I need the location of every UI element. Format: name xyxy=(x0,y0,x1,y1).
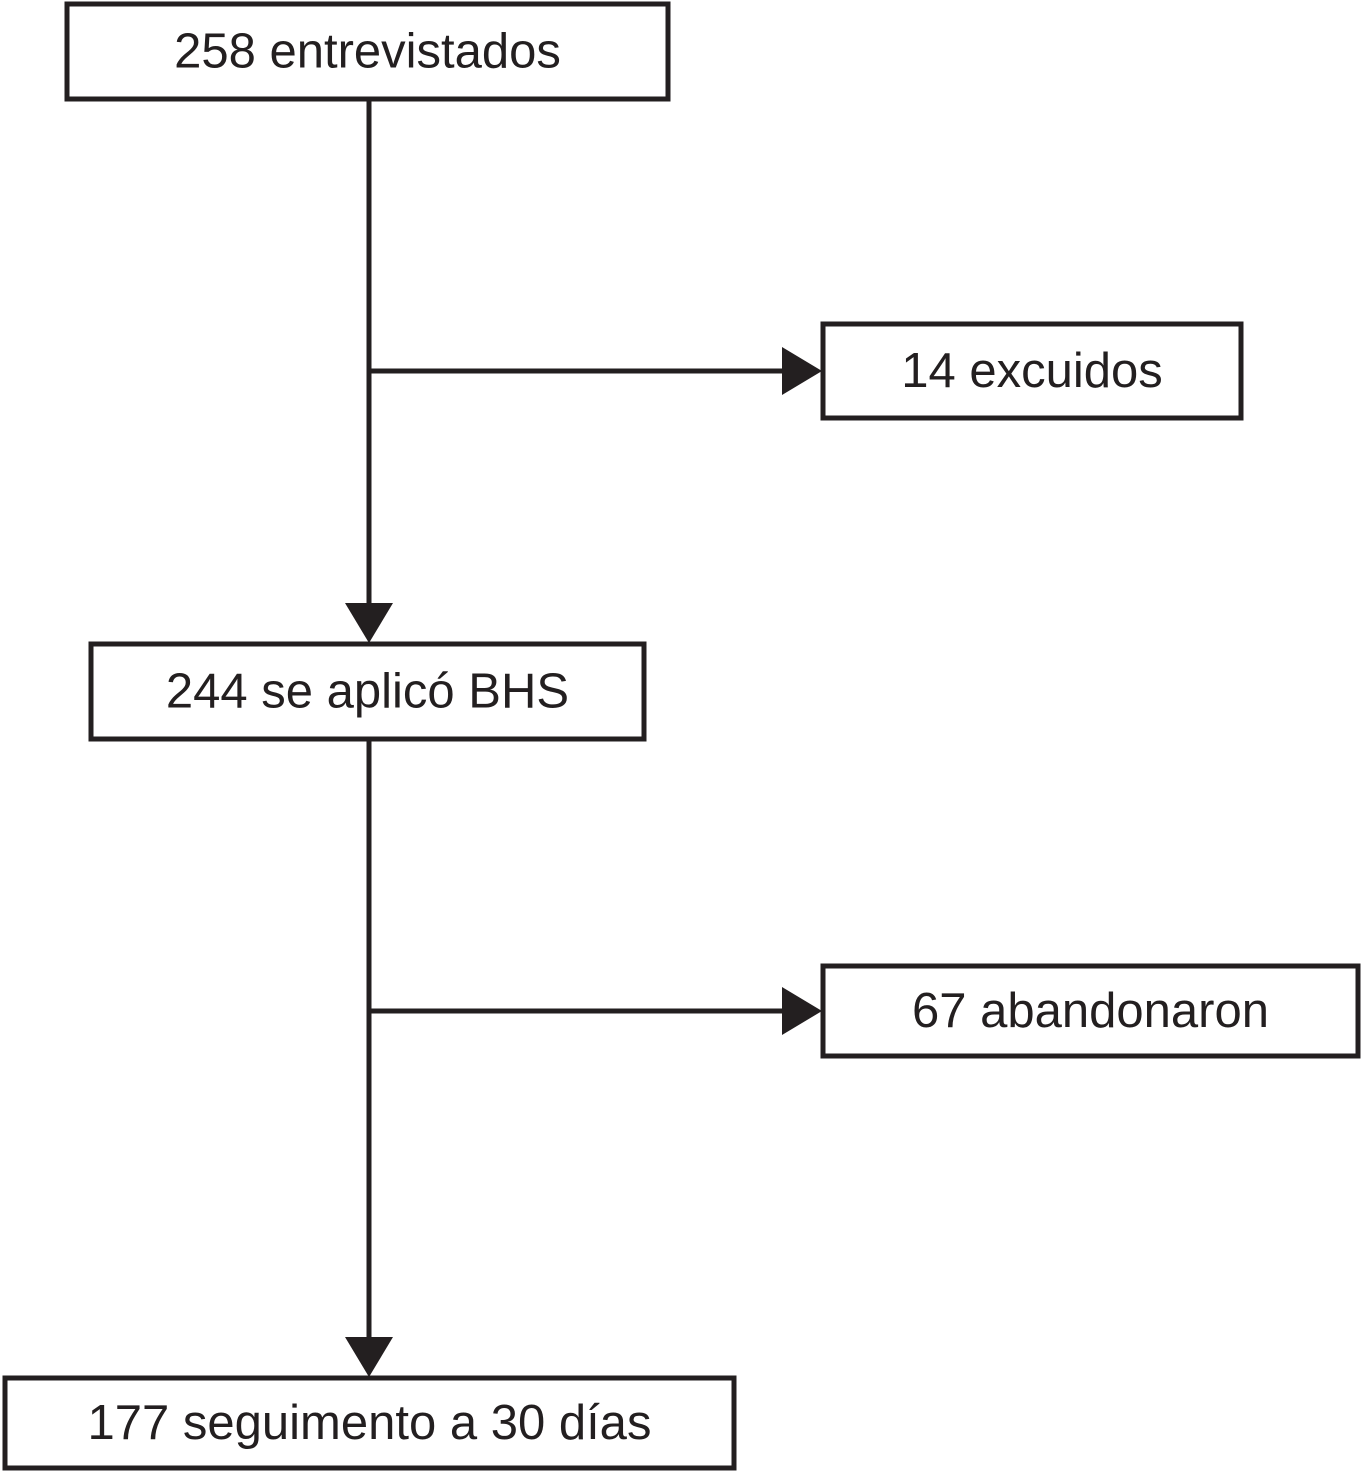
arrowhead-right-icon xyxy=(782,987,822,1035)
arrowhead-down-icon xyxy=(345,1337,393,1377)
node-label: 177 seguimento a 30 días xyxy=(88,1396,652,1450)
node-label: 14 excuidos xyxy=(901,344,1163,398)
node-label: 244 se aplicó BHS xyxy=(166,665,569,719)
arrowhead-down-icon xyxy=(345,603,393,643)
node-followup: 177 seguimento a 30 días xyxy=(2,1375,737,1471)
node-label: 258 entrevistados xyxy=(174,25,561,79)
node-label: 67 abandonaron xyxy=(912,984,1269,1038)
node-bhs-applied: 244 se aplicó BHS xyxy=(88,641,647,742)
node-excluded: 14 excuidos xyxy=(820,321,1244,421)
node-dropped: 67 abandonaron xyxy=(820,963,1361,1059)
arrowhead-right-icon xyxy=(782,347,822,395)
node-interviewed: 258 entrevistados xyxy=(64,1,671,102)
